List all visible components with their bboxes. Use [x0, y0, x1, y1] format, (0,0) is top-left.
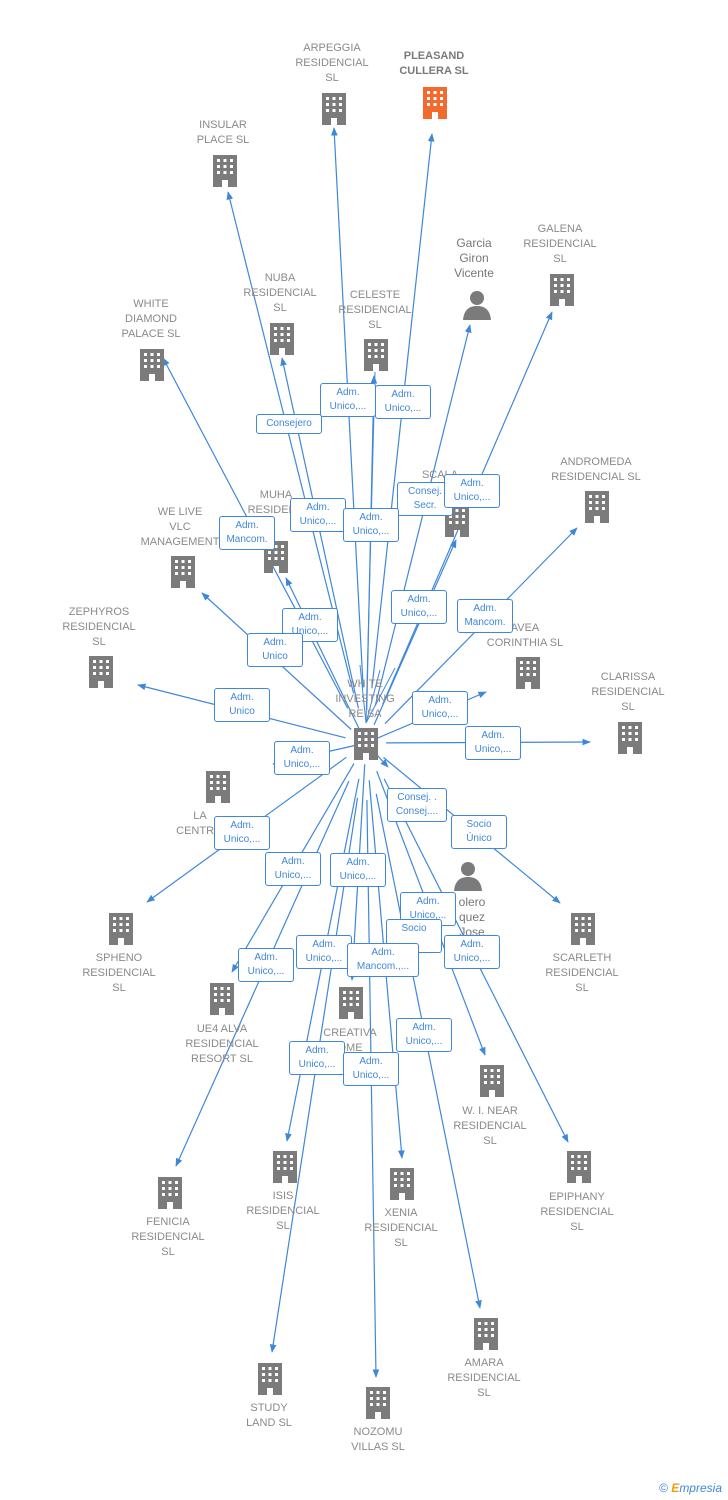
garcia-person-icon[interactable] [463, 291, 491, 320]
galena-building-icon[interactable] [550, 274, 574, 306]
study-building-icon[interactable] [258, 1363, 282, 1395]
scarleth-label[interactable]: SCARLETH RESIDENCIAL SL [545, 952, 619, 994]
wnear-building-icon[interactable] [480, 1065, 504, 1097]
avea-building-icon[interactable] [516, 657, 540, 689]
white_diamond-building-icon[interactable] [140, 349, 164, 381]
edge-role-box[interactable]: Adm. Unico,... [444, 935, 500, 969]
galena-label[interactable]: GALENA RESIDENCIAL SL [523, 223, 597, 265]
celeste-label[interactable]: CELESTE RESIDENCIAL SL [338, 289, 412, 331]
edge-nozomu [366, 800, 380, 1378]
solero-person-icon[interactable] [454, 862, 482, 891]
edge-role-box[interactable]: Consejero [256, 414, 322, 434]
centrif-label[interactable]: LA CENTRIF [176, 810, 224, 837]
white_diamond-label[interactable]: WHITE DIAMOND PALACE SL [121, 298, 181, 340]
edge-scala [373, 539, 457, 725]
ue4-building-icon[interactable] [210, 983, 234, 1015]
andromeda-label[interactable]: ANDROMEDA RESIDENCIAL SL [551, 456, 641, 483]
edge-role-box[interactable]: Consej. . Consej.... [387, 788, 447, 822]
welive-label[interactable]: WE LIVE VLC MANAGEMENT [140, 506, 220, 548]
arpeggia-building-icon[interactable] [322, 93, 346, 125]
andromeda-building-icon[interactable] [585, 491, 609, 523]
edge-role-box[interactable]: Adm. Unico,... [238, 948, 294, 982]
welive-building-icon[interactable] [171, 556, 195, 588]
edge-role-box[interactable]: Adm. Unico,... [412, 691, 468, 725]
edge-role-box[interactable]: Socio Único [451, 815, 507, 849]
edge-role-box[interactable]: Adm. Unico,... [444, 474, 500, 508]
nozomu-label[interactable]: NOZOMU VILLAS SL [351, 1426, 405, 1453]
arpeggia-label[interactable]: ARPEGGIA RESIDENCIAL SL [295, 42, 369, 84]
fenicia-label[interactable]: FENICIA RESIDENCIAL SL [131, 1216, 205, 1258]
amara-label[interactable]: AMARA RESIDENCIAL SL [447, 1357, 521, 1399]
creativa-building-icon[interactable] [339, 987, 363, 1019]
zephyros-building-icon[interactable] [89, 656, 113, 688]
isis-building-icon[interactable] [273, 1151, 297, 1183]
amara-building-icon[interactable] [474, 1318, 498, 1350]
centrif-building-icon[interactable] [206, 771, 230, 803]
center-node-label[interactable]: WHITE INVESTING RE SA [335, 678, 395, 720]
nuba-building-icon[interactable] [270, 323, 294, 355]
edge-role-box[interactable]: Adm. Unico,... [296, 935, 352, 969]
clarissa-label[interactable]: CLARISSA RESIDENCIAL SL [591, 671, 665, 713]
empresia-logo-e: E [671, 1481, 680, 1495]
edge-role-box[interactable]: Adm. Unico,... [375, 385, 431, 419]
wnear-label[interactable]: W. I. NEAR RESIDENCIAL SL [453, 1105, 527, 1147]
pleasand-building-icon[interactable] [423, 87, 447, 119]
edge-muha [285, 577, 360, 729]
edge-role-box[interactable]: Adm. Unico,... [330, 853, 386, 887]
edge-role-box[interactable]: Consej. Secr. [397, 482, 453, 516]
edge-role-box[interactable]: Adm. Unico,... [320, 383, 376, 417]
copyright-symbol: © [659, 1481, 668, 1495]
edge-role-box[interactable]: Adm. Unico,... [396, 1018, 452, 1052]
clarissa-building-icon[interactable] [618, 722, 642, 754]
edge-role-box[interactable]: Adm. Unico,... [465, 726, 521, 760]
edge-role-box[interactable]: Adm. Unico [247, 633, 303, 667]
solero-label[interactable]: olero quez Jose [458, 895, 486, 939]
edge-role-box[interactable]: Adm. Mancom.,... [347, 943, 419, 977]
edge-bundle-0 [365, 371, 376, 724]
avea-label[interactable]: AVEA CORINTHIA SL [486, 622, 564, 649]
edge-role-box[interactable]: Adm. Unico,... [265, 852, 321, 886]
edge-role-box[interactable]: Adm. Unico,... [343, 1052, 399, 1086]
xenia-building-icon[interactable] [390, 1168, 414, 1200]
epiphany-label[interactable]: EPIPHANY RESIDENCIAL SL [540, 1191, 614, 1233]
copyright-footer: © Empresia [659, 1481, 722, 1495]
edge-bundle-1 [365, 669, 381, 724]
celeste-building-icon[interactable] [364, 339, 388, 371]
center-building-icon[interactable] [354, 728, 378, 760]
edge-role-box[interactable]: Adm. Unico,... [290, 498, 346, 532]
edge-role-box[interactable]: Adm. Unico,... [289, 1041, 345, 1075]
study-label[interactable]: STUDY LAND SL [246, 1402, 292, 1429]
edge-role-box[interactable]: Adm. Mancom. [219, 516, 275, 550]
scarleth-building-icon[interactable] [571, 913, 595, 945]
insular-label[interactable]: INSULAR PLACE SL [196, 119, 250, 146]
insular-building-icon[interactable] [213, 155, 237, 187]
fenicia-building-icon[interactable] [158, 1177, 182, 1209]
isis-label[interactable]: ISIS RESIDENCIAL SL [246, 1190, 320, 1232]
ue4-label[interactable]: UE4 ALVA RESIDENCIAL RESORT SL [185, 1023, 259, 1065]
edge-role-box[interactable]: Adm. Unico,... [274, 741, 330, 775]
nuba-label[interactable]: NUBA RESIDENCIAL SL [243, 272, 317, 314]
edge-bundle-3 [359, 664, 367, 724]
garcia-label[interactable]: Garcia Giron Vicente [454, 236, 494, 280]
nozomu-building-icon[interactable] [366, 1387, 390, 1419]
edge-role-box[interactable]: Adm. Unico,... [214, 816, 270, 850]
edge-role-box[interactable]: Adm. Unico,... [343, 508, 399, 542]
xenia-label[interactable]: XENIA RESIDENCIAL SL [364, 1207, 438, 1249]
spheno-building-icon[interactable] [109, 913, 133, 945]
edge-bundle-2 [365, 667, 396, 724]
edge-role-box[interactable]: Adm. Unico [214, 688, 270, 722]
zephyros-label[interactable]: ZEPHYROS RESIDENCIAL SL [62, 606, 136, 648]
pleasand-label[interactable]: PLEASAND CULLERA SL [399, 50, 469, 77]
edge-role-box[interactable]: Adm. Mancom. [457, 599, 513, 633]
epiphany-building-icon[interactable] [567, 1151, 591, 1183]
spheno-label[interactable]: SPHENO RESIDENCIAL SL [82, 952, 156, 994]
edge-role-box[interactable]: Adm. Unico,... [391, 590, 447, 624]
empresia-logo-text: mpresia [679, 1481, 722, 1495]
